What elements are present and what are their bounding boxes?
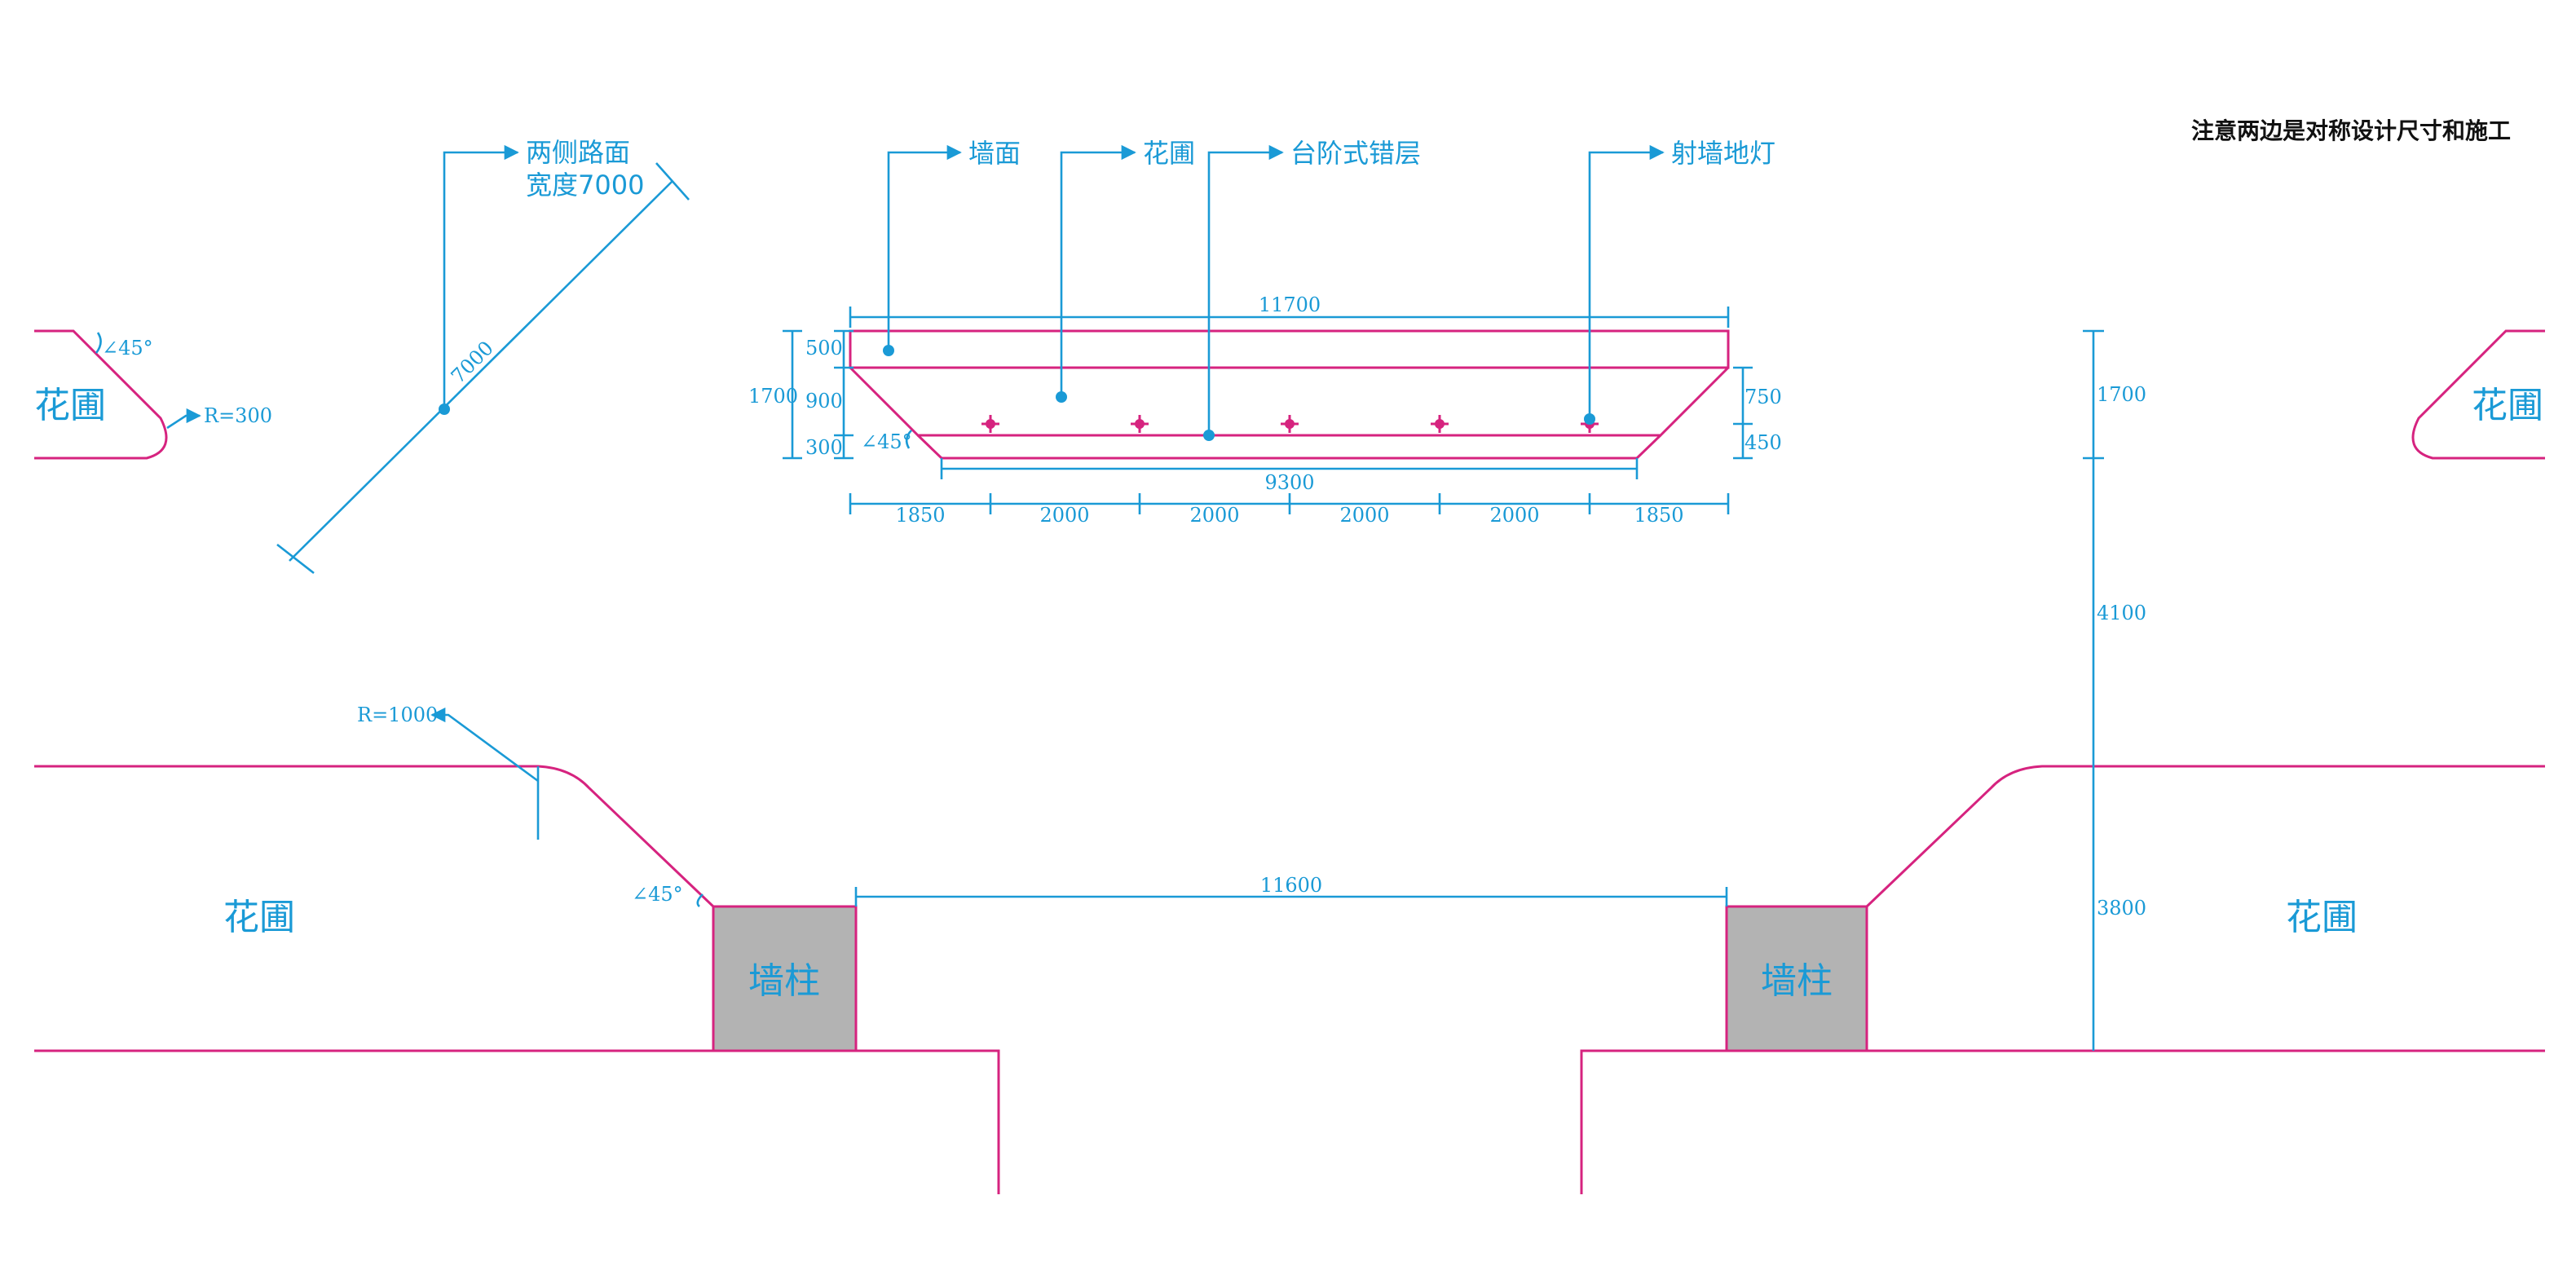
flower-bed-band	[849, 366, 1730, 437]
small-radius-label: R=300	[204, 404, 272, 427]
right-lower-dimension-label: 3800	[2097, 897, 2146, 920]
flower-bed-left-label: 花圃	[223, 897, 295, 938]
segment-label: 2000	[1039, 504, 1089, 527]
plan-angle-arc	[696, 893, 704, 907]
segment-label: 1850	[1634, 504, 1683, 527]
small-radius-leader	[166, 408, 201, 430]
left-road-edge	[34, 1049, 1000, 1194]
step-wall-elevation: 墙面 花圃 台阶式错层 射墙地灯 11700 9300 1850 2000 20…	[748, 138, 1782, 527]
left-total-height-label: 1700	[748, 385, 798, 408]
road-dimension-tick-right	[655, 162, 690, 201]
right-upper-height-label: 750	[1745, 386, 1782, 408]
uplight-callout: 射墙地灯	[1671, 138, 1775, 169]
right-middle-dimension-label: 4100	[2097, 602, 2146, 624]
left-top-height-label: 500	[805, 337, 843, 359]
angle-arc-left	[95, 332, 102, 354]
road-dimension-line	[289, 180, 673, 562]
road-width-callout: 两侧路面 宽度7000 7000	[276, 137, 690, 575]
uplight-marker	[981, 415, 999, 433]
small-flower-bed-left-label: 花圃	[34, 385, 106, 426]
right-lower-height-label: 450	[1745, 431, 1782, 454]
step-level-callout: 台阶式错层	[1290, 138, 1421, 169]
small-flower-bed-right-label: 花圃	[2472, 385, 2543, 426]
flower-bed-leader	[1060, 144, 1136, 397]
pier-left	[712, 905, 858, 1052]
design-note: 注意两边是对称设计尺寸和施工	[2191, 117, 2511, 144]
segment-label: 2000	[1339, 504, 1389, 527]
pier-right	[1725, 905, 1868, 1052]
right-flower-bed-edge	[1865, 765, 2545, 908]
uplight-row	[981, 415, 1599, 433]
radius-label: R=1000	[357, 704, 438, 726]
small-flower-bed-left: 花圃 ∠45° R=300	[34, 329, 272, 460]
segment-label: 2000	[1489, 504, 1539, 527]
entrance-plan: 墙柱 墙柱 花圃 花圃 11600 R=1000 ∠45° 1700 4100 …	[34, 329, 2545, 1194]
road-dimension-tick-left	[276, 543, 315, 575]
pier-left-label: 墙柱	[748, 960, 820, 1002]
wall-face-leader	[887, 144, 962, 351]
pier-right-label: 墙柱	[1761, 960, 1833, 1002]
wall-face-callout: 墙面	[968, 138, 1021, 169]
gate-width-label: 11600	[1260, 874, 1322, 897]
right-upper-dimension-label: 1700	[2097, 383, 2146, 406]
top-width-label: 11700	[1259, 293, 1321, 316]
small-flower-bed-left-outline	[34, 329, 168, 460]
angle-label-left: ∠45°	[102, 337, 153, 359]
left-bottom-height-label: 300	[805, 436, 843, 459]
small-flower-bed-right-outline	[2411, 329, 2545, 460]
segment-label: 1850	[895, 504, 945, 527]
radius-leader	[430, 707, 539, 783]
elevation-angle-arc	[905, 430, 912, 449]
flower-bed-callout: 花圃	[1143, 138, 1195, 169]
uplight-leader	[1588, 144, 1665, 419]
right-road-edge	[1580, 1049, 2545, 1194]
road-callout-leader	[443, 144, 519, 409]
elevation-angle-label: ∠45°	[861, 430, 912, 453]
wall-face-band	[849, 329, 1730, 369]
plan-angle-label: ∠45°	[632, 883, 683, 906]
bottom-width-label: 9300	[1264, 471, 1314, 494]
small-flower-bed-right: 花圃	[2411, 329, 2545, 460]
uplight-marker	[1431, 415, 1449, 433]
road-callout-line1: 两侧路面	[526, 137, 630, 168]
left-flower-bed-edge	[34, 765, 715, 908]
uplight-marker	[1131, 415, 1149, 433]
flower-bed-right-label: 花圃	[2286, 897, 2358, 938]
uplight-marker	[1281, 415, 1299, 433]
segment-label: 2000	[1189, 504, 1239, 527]
step-band	[916, 434, 1662, 460]
step-level-leader	[1207, 144, 1284, 435]
left-middle-height-label: 900	[805, 390, 843, 412]
road-callout-line2: 宽度7000	[526, 170, 644, 201]
